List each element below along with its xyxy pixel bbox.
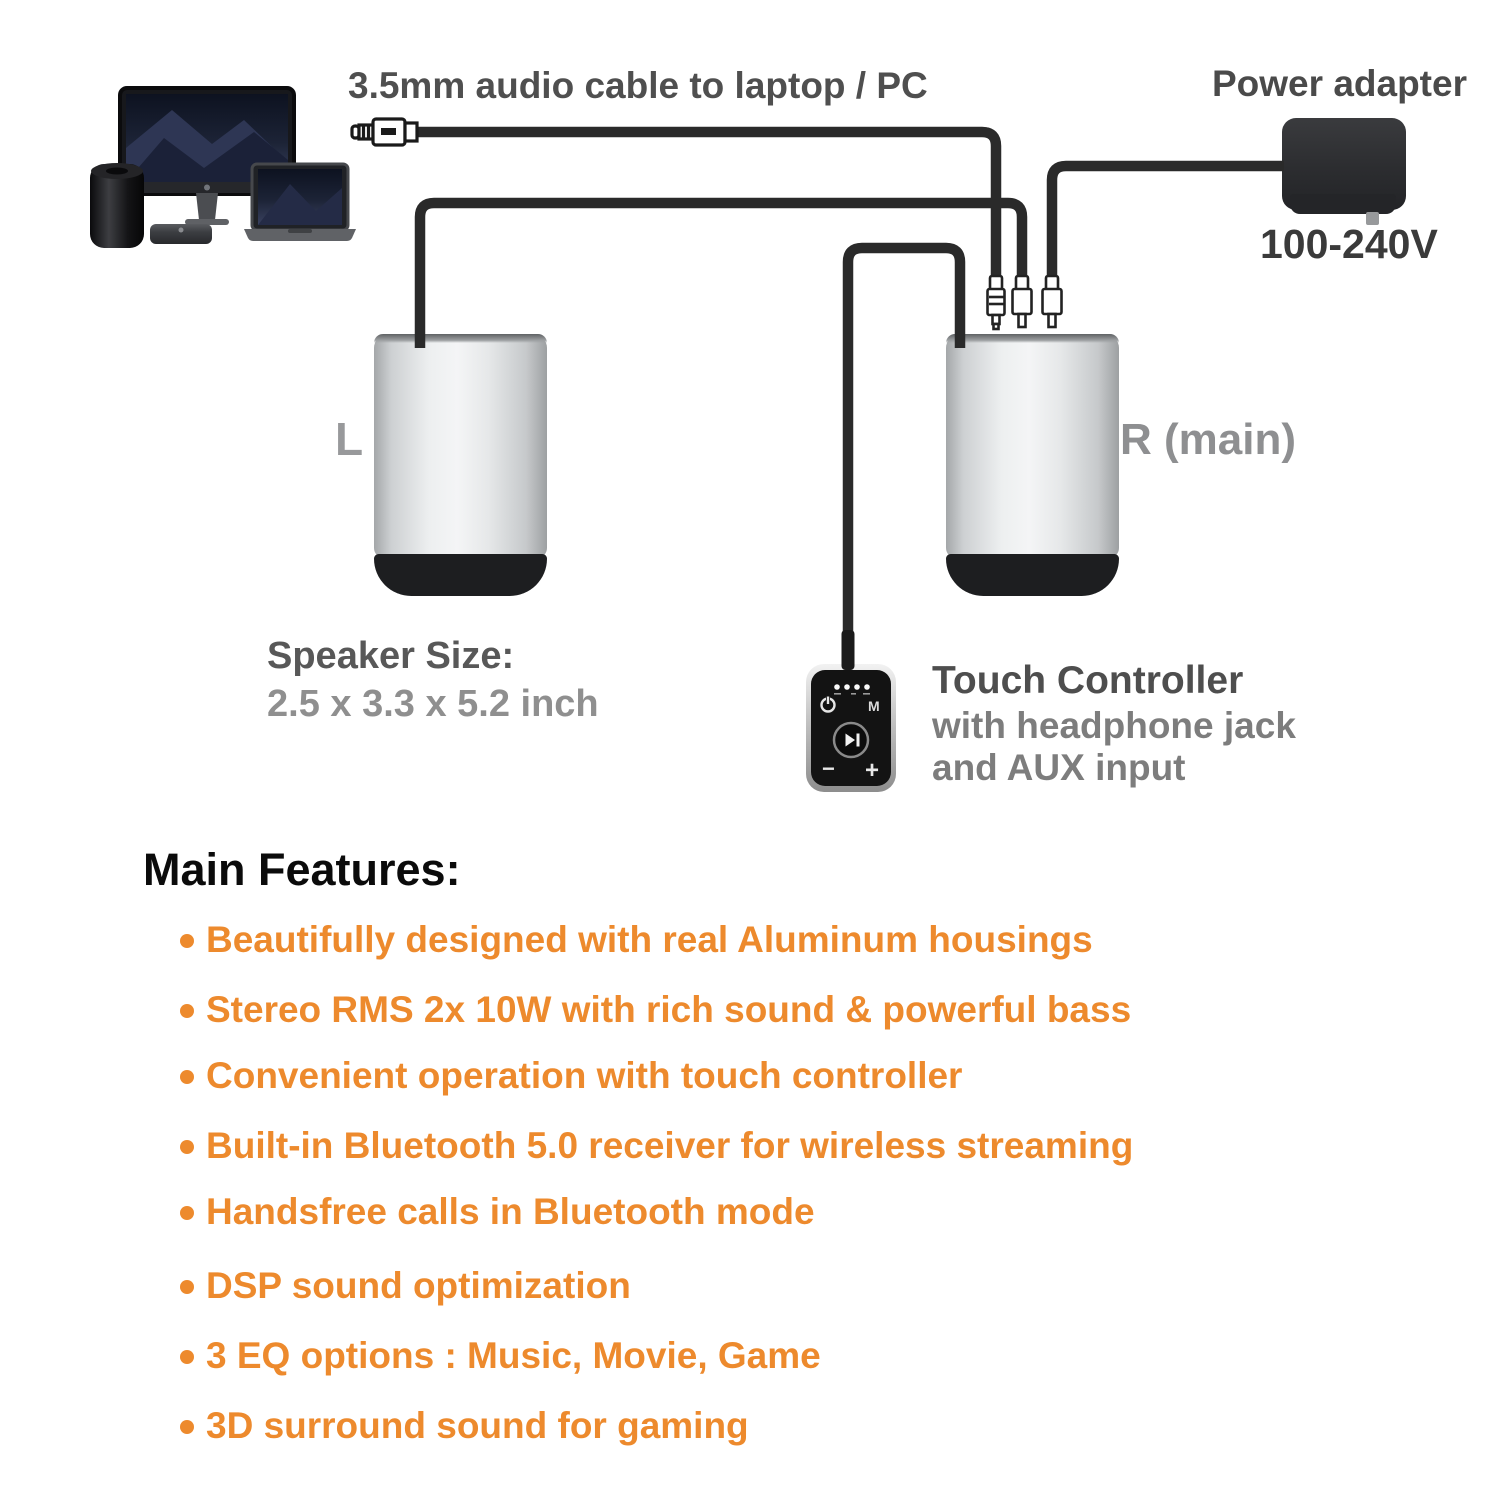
mode-button-label[interactable]: M <box>868 698 880 714</box>
feature-item: Beautifully designed with real Aluminum … <box>180 920 1093 960</box>
volume-up-button[interactable]: + <box>865 757 879 784</box>
left-speaker-cable <box>414 197 1028 348</box>
macbook-icon <box>244 162 356 241</box>
feature-item: Stereo RMS 2x 10W with rich sound & powe… <box>180 990 1131 1030</box>
touch-controller-title: Touch Controller <box>932 659 1244 702</box>
bullet-icon <box>180 1070 194 1084</box>
right-speaker-label: R (main) <box>1120 415 1296 464</box>
audio-cable-label: 3.5mm audio cable to laptop / PC <box>348 65 928 106</box>
feature-item: 3 EQ options : Music, Movie, Game <box>180 1336 821 1376</box>
play-pause-icon <box>845 733 860 747</box>
aux-plug-2 <box>1011 274 1033 329</box>
feature-text: 3D surround sound for gaming <box>206 1405 749 1446</box>
feature-item: 3D surround sound for gaming <box>180 1406 749 1446</box>
left-speaker-base <box>374 554 547 596</box>
computers-illustration <box>90 86 356 248</box>
power-plug <box>1041 274 1063 329</box>
feature-item: Built-in Bluetooth 5.0 receiver for wire… <box>180 1126 1133 1166</box>
touch-controller-device: M − + <box>806 664 896 792</box>
left-speaker <box>374 334 547 596</box>
mac-mini-icon <box>150 224 212 244</box>
bullet-icon <box>180 1350 194 1364</box>
feature-text: Built-in Bluetooth 5.0 receiver for wire… <box>206 1125 1134 1166</box>
aux-jack-icon <box>350 117 419 147</box>
left-speaker-label: L <box>335 413 364 465</box>
power-adapter <box>1282 118 1406 225</box>
bullet-icon <box>180 934 194 948</box>
bullet-icon <box>180 1004 194 1018</box>
audio-cable <box>415 126 1002 279</box>
power-adapter-prong <box>1366 212 1379 225</box>
mac-pro-icon <box>90 163 144 248</box>
feature-text: 3 EQ options : Music, Movie, Game <box>206 1335 821 1376</box>
feature-text: Handsfree calls in Bluetooth mode <box>206 1191 815 1232</box>
volume-down-button[interactable]: − <box>822 756 835 781</box>
feature-item: DSP sound optimization <box>180 1266 631 1306</box>
feature-text: Convenient operation with touch controll… <box>206 1055 963 1096</box>
touch-controller-subtitle-2: and AUX input <box>932 747 1186 788</box>
right-speaker-body <box>946 334 1119 558</box>
power-adapter-lower-tier <box>1290 194 1396 214</box>
bullet-icon <box>180 1280 194 1294</box>
speaker-size-heading: Speaker Size: <box>267 635 515 677</box>
led-indicators <box>834 684 870 695</box>
speaker-size-value: 2.5 x 3.3 x 5.2 inch <box>267 683 599 725</box>
imac-icon <box>118 86 296 225</box>
feature-text: Stereo RMS 2x 10W with rich sound & powe… <box>206 989 1132 1030</box>
aux-plug-1 <box>986 274 1006 331</box>
power-cable <box>1046 160 1284 279</box>
power-voltage-label: 100-240V <box>1260 221 1438 267</box>
feature-text: DSP sound optimization <box>206 1265 631 1306</box>
bullet-icon <box>180 1140 194 1154</box>
controller-cable <box>842 242 966 640</box>
right-speaker <box>946 334 1119 596</box>
main-features-heading: Main Features: <box>143 844 461 895</box>
power-adapter-label: Power adapter <box>1212 63 1467 104</box>
feature-text: Beautifully designed with real Aluminum … <box>206 919 1093 960</box>
touch-controller-subtitle-1: with headphone jack <box>932 705 1296 746</box>
power-icon[interactable] <box>820 695 836 713</box>
left-speaker-body <box>374 334 547 558</box>
bullet-icon <box>180 1206 194 1220</box>
feature-item: Handsfree calls in Bluetooth mode <box>180 1192 815 1232</box>
right-speaker-base <box>946 554 1119 596</box>
bullet-icon <box>180 1420 194 1434</box>
feature-item: Convenient operation with touch controll… <box>180 1056 962 1096</box>
